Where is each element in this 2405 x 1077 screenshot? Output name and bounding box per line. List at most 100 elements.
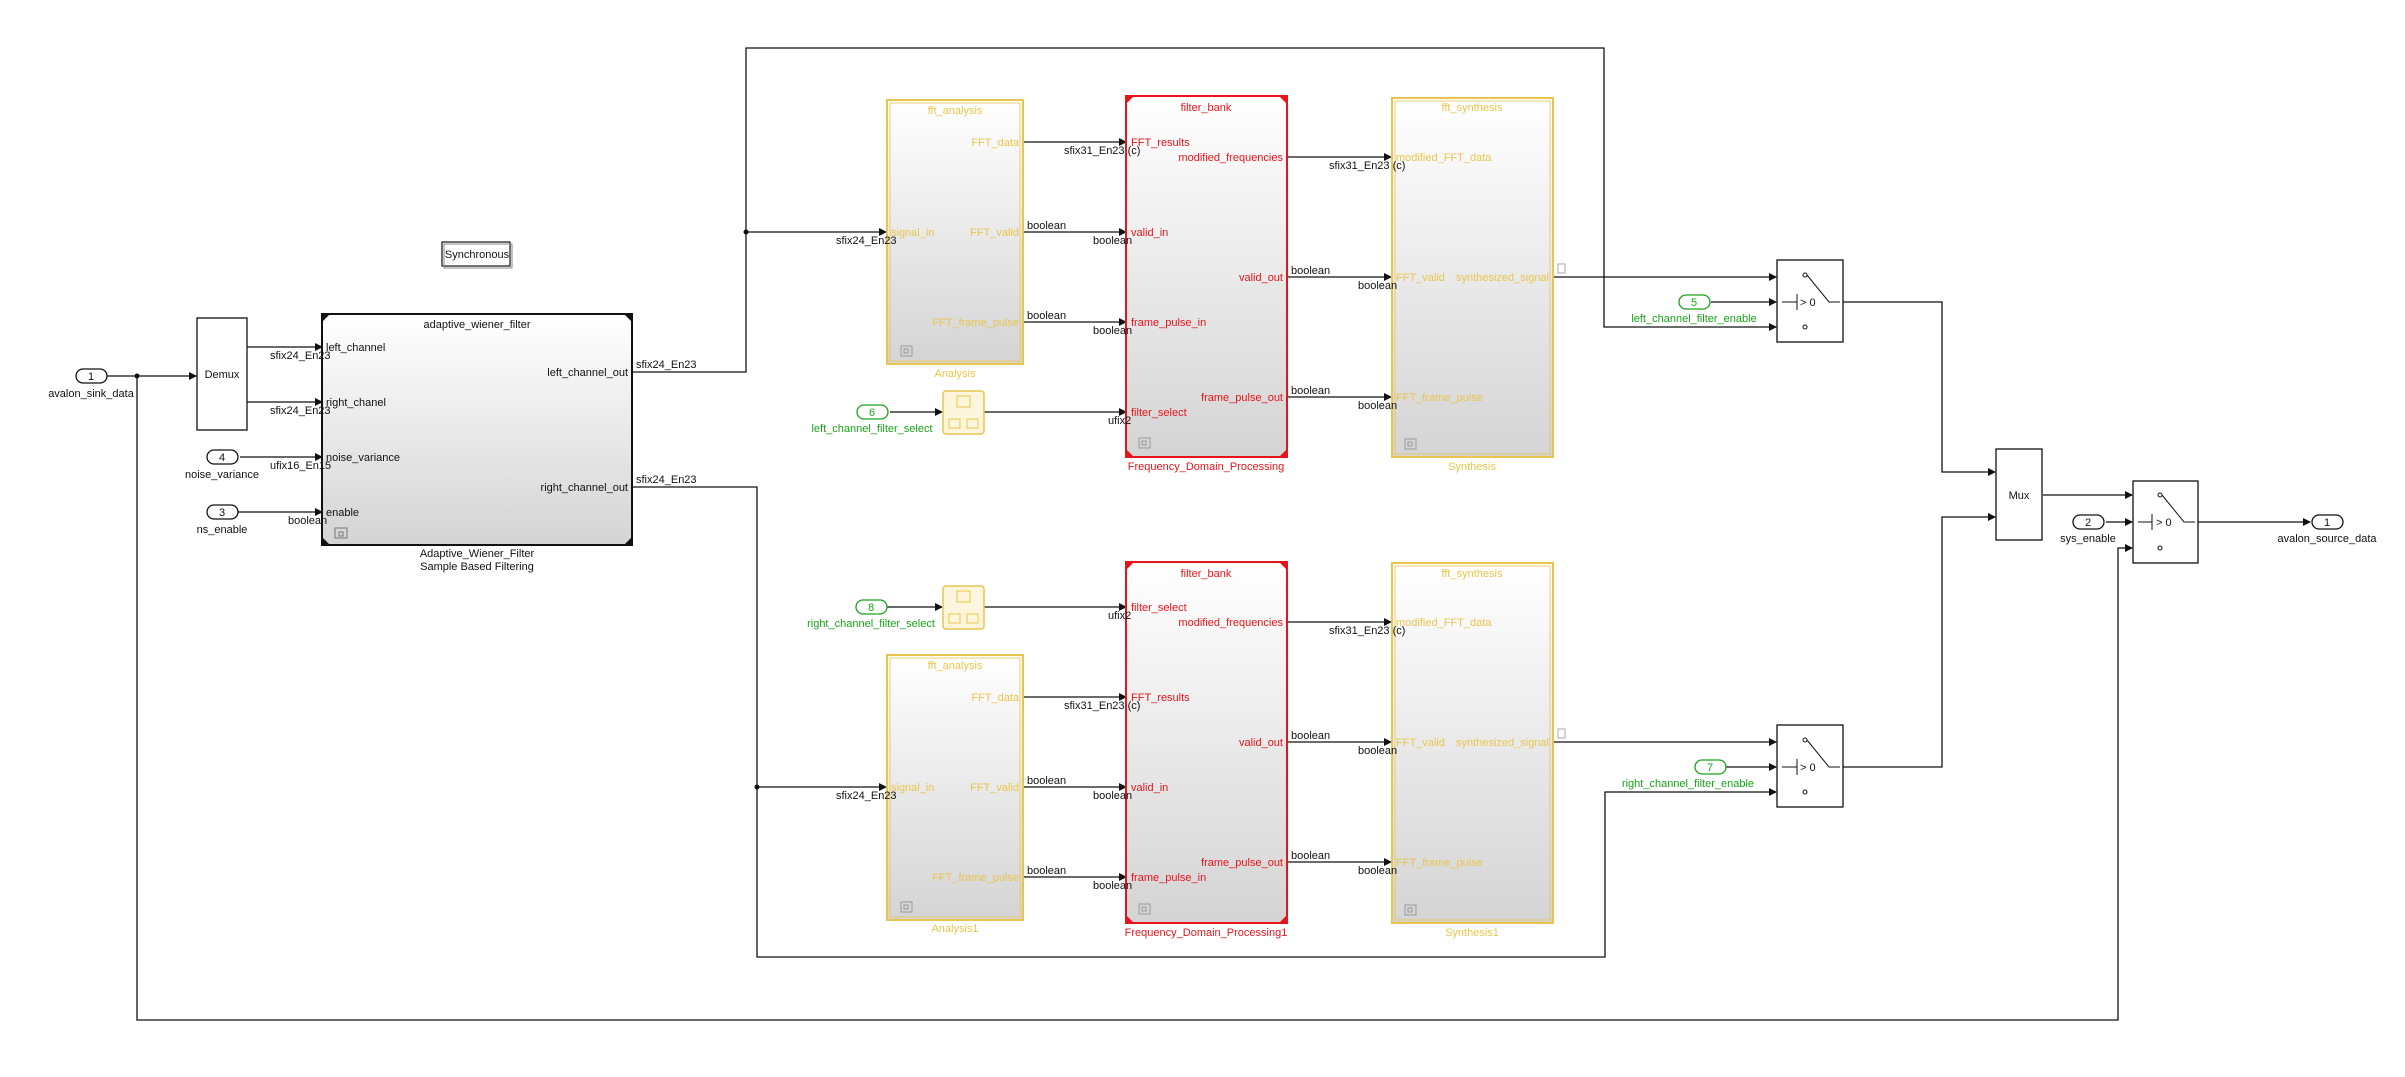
switch-right[interactable]: > 0 [1776,724,1844,808]
inport-left-filter-select[interactable]: 6 left_channel_filter_select [811,404,933,435]
line-right-out[interactable] [632,486,887,791]
port-label: valid_out [1239,737,1283,749]
inport-left-filter-enable[interactable]: 5 left_channel_filter_enable [1631,294,1757,325]
port-label: frame_pulse_out [1201,857,1283,869]
port-label: valid_in [1131,227,1168,239]
port-number: 4 [219,452,225,464]
block-title: fft_synthesis [1442,568,1503,580]
port-number: 3 [219,507,225,519]
line-right-branch-bottom[interactable] [756,787,1777,958]
signal-label: sfix24_En23 [270,405,331,417]
synchronous-block[interactable]: Synchronous [441,241,513,269]
inport-avalon-sink[interactable]: 1 avalon_sink_data [48,368,135,400]
line-left-out[interactable] [632,228,887,373]
synthesis1-block[interactable]: fft_synthesis modified_FFT_data FFT_vali… [1391,562,1566,939]
analysis1-block[interactable]: fft_analysis signal_in FFT_data FFT_vali… [886,654,1024,935]
signal-label: boolean [1027,775,1066,787]
port-number: 7 [1707,762,1713,774]
switch-criteria: > 0 [1800,762,1816,774]
synthesis-block[interactable]: fft_synthesis modified_FFT_data FFT_vali… [1391,97,1566,473]
left-filter-select-subsystem[interactable] [942,390,985,435]
line-sw1-mux[interactable] [1843,301,1996,476]
port-label: synthesized_signal [1456,737,1549,749]
outport-avalon-source[interactable]: 1 avalon_source_data [2277,514,2377,545]
frequency-domain-processing-block[interactable]: filter_bank FFT_results valid_in frame_p… [1125,95,1288,473]
switch-output[interactable]: > 0 [2132,480,2199,564]
port-label: FFT_valid [970,227,1019,239]
signal-label: boolean [1093,790,1132,802]
block-title: fft_analysis [928,660,983,672]
inport-right-filter-select[interactable]: 8 right_channel_filter_select [807,599,935,630]
port-number: 1 [2324,517,2330,529]
port-label: frame_pulse_in [1131,317,1206,329]
block-title: fft_synthesis [1442,102,1503,114]
port-label: FFT_valid [1396,737,1445,749]
signal-label: boolean [1291,850,1330,862]
right-filter-select-subsystem[interactable] [942,585,985,630]
block-title: filter_bank [1181,568,1232,580]
mux-label: Mux [2009,490,2030,502]
signal-label: ufix16_En15 [270,460,331,472]
port-name: noise_variance [185,469,259,481]
branch-points [134,229,760,790]
port-number: 6 [869,407,875,419]
port-label: valid_in [1131,782,1168,794]
demux-block[interactable]: Demux [196,317,248,431]
inport-right-filter-enable[interactable]: 7 right_channel_filter_enable [1622,759,1754,790]
signal-label: sfix24_En23 [270,350,331,362]
switch-left[interactable]: > 0 [1776,259,1844,343]
subsystem-icon [334,527,348,539]
line-sw2-mux[interactable] [1843,513,1996,768]
block-title: fft_analysis [928,105,983,117]
subsystem-icon [1404,438,1417,450]
switch-criteria: > 0 [2156,517,2172,529]
port-name: avalon_source_data [2277,533,2377,545]
block-title: adaptive_wiener_filter [423,319,530,331]
port-number: 2 [2085,517,2091,529]
signal-label: boolean [288,515,327,527]
line-left-branch-top[interactable] [745,47,1777,331]
signal-label: boolean [1027,310,1066,322]
signal-label: ufix2 [1108,610,1131,622]
signal-label: sfix31_En23 (c) [1329,625,1405,637]
signal-label: boolean [1358,745,1397,757]
signal-label: boolean [1358,865,1397,877]
signal-label: sfix31_En23 (c) [1329,160,1405,172]
port-label: FFT_frame_pulse [1396,857,1483,869]
subsystem-icon [900,345,913,357]
port-name: left_channel_filter_enable [1631,313,1756,325]
analysis-block[interactable]: fft_analysis signal_in FFT_data FFT_vali… [886,99,1024,380]
signal-label: boolean [1291,385,1330,397]
port-label: signal_in [891,782,934,794]
port-label: modified_frequencies [1178,152,1283,164]
inport-ns-enable[interactable]: 3 ns_enable [197,504,248,536]
signal-label: sfix31_En23 (c) [1064,145,1140,157]
signal-label: boolean [1093,325,1132,337]
signal-label: sfix24_En23 [636,359,697,371]
signal-label: sfix31_En23 (c) [1064,700,1140,712]
signal-label: boolean [1093,880,1132,892]
signal-labels: sfix24_En23 sfix24_En23 ufix16_En15 bool… [270,145,1405,892]
mux-block[interactable]: Mux [1995,448,2043,541]
block-caption: Synthesis [1448,461,1496,473]
frequency-domain-processing1-block[interactable]: filter_bank filter_select FFT_results va… [1125,561,1288,939]
signal-lines [104,47,2311,1021]
signal-label: boolean [1291,265,1330,277]
signal-icon [1557,728,1566,739]
signal-label: sfix24_En23 [836,235,897,247]
inport-sys-enable[interactable]: 2 sys_enable [2060,514,2116,545]
port-label: FFT_data [971,692,1020,704]
signal-label: boolean [1291,730,1330,742]
adaptive-wiener-filter-block[interactable]: adaptive_wiener_filter left_channel righ… [321,313,633,573]
port-label: noise_variance [326,452,400,464]
signal-label: boolean [1027,865,1066,877]
port-label: FFT_frame_pulse [932,872,1019,884]
block-caption: Analysis1 [931,923,978,935]
port-name: right_channel_filter_enable [1622,778,1754,790]
port-label: filter_select [1131,602,1187,614]
port-label: left_channel [326,342,385,354]
line-sink-feedback[interactable] [136,376,2133,1021]
inport-noise-variance[interactable]: 4 noise_variance [185,449,259,481]
signal-label: sfix24_En23 [836,790,897,802]
